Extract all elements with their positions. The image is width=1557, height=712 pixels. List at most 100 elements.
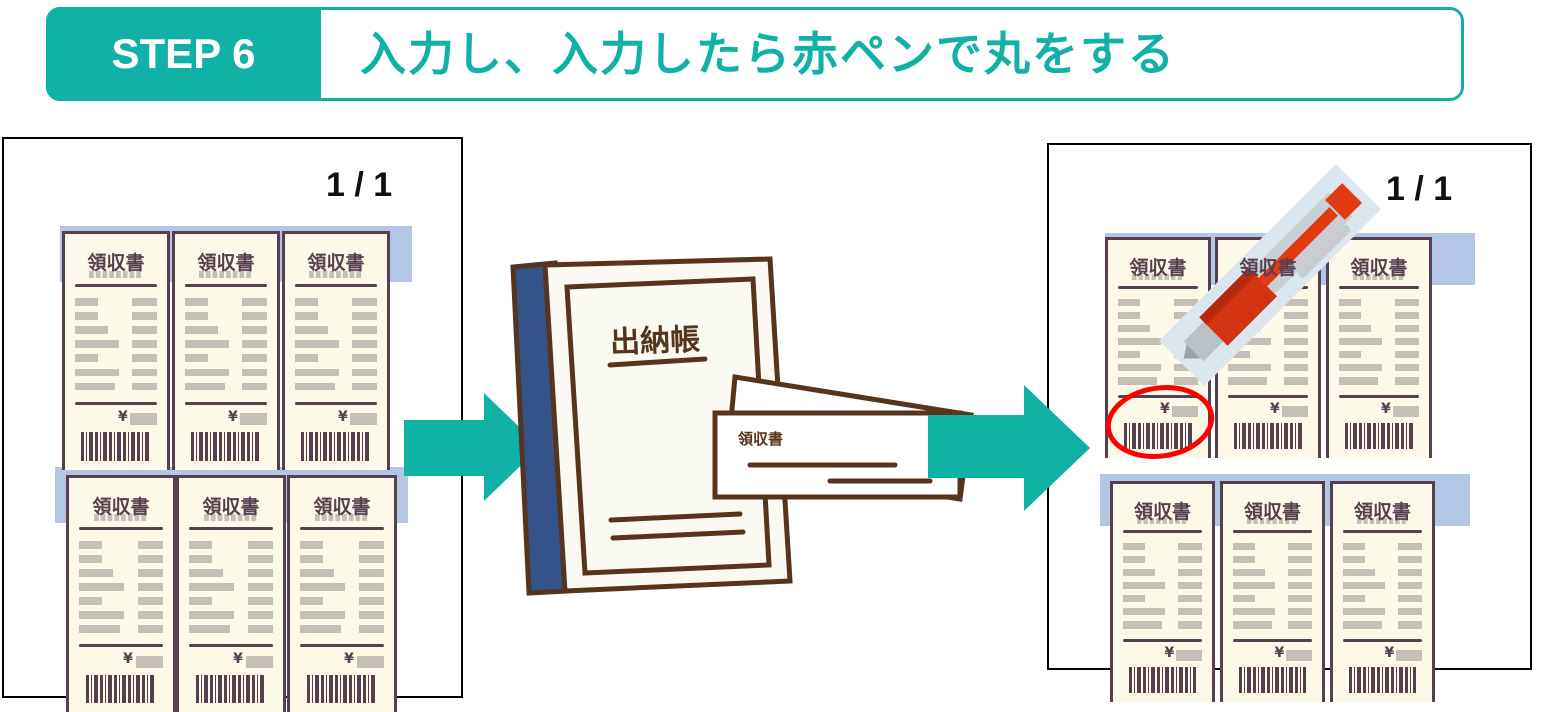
receipt-total [135,655,163,668]
yen-sign: ¥ [1384,645,1395,662]
receipt-line-amount [1398,595,1423,603]
receipt-line-amount [247,625,273,634]
yen-sign: ¥ [1381,401,1391,418]
receipt-line-amount [1288,569,1313,577]
receipt-line-amount [242,297,267,306]
receipt-divider [1342,529,1423,533]
right-arrow-head [1024,385,1090,511]
receipt-line-amount [137,583,163,592]
receipt-line-item [300,569,334,577]
receipt-line-amount [352,311,377,320]
right-arrow-icon [404,420,486,476]
yen-sign: ¥ [1270,401,1280,418]
receipt-icon: 領収書 ¥ [1215,237,1321,458]
receipt-line-item [75,326,108,334]
receipt-total [245,655,273,668]
right-arrow-icon [928,415,1026,478]
receipt-divider [300,644,384,648]
receipt-line-amount [247,541,273,549]
left-page-indicator: 1 / 1 [326,166,393,204]
receipt-subtitle-dots [1246,517,1299,525]
receipt-subtitle-dots [93,514,149,522]
receipt-line-item [300,541,324,549]
barcode-icon [1128,667,1197,694]
receipt-line-item [75,297,98,306]
receipt-line-item [1232,569,1265,577]
barcode-icon [85,674,157,703]
receipt-line-item [185,311,208,320]
receipt-total [356,655,384,668]
receipt-line-item [79,569,113,577]
yen-sign: ¥ [118,408,128,425]
receipt-line-item [1342,542,1365,551]
receipt-line-item [1342,582,1386,590]
receipt-line-item [79,583,125,592]
yen-sign: ¥ [1160,401,1170,418]
receipt-icon: 領収書 ¥ [62,231,170,470]
receipt-icon: 領収書 ¥ [176,475,286,712]
receipt-line-amount [1288,621,1313,629]
receipt-line-amount [1395,351,1419,359]
receipt-total [1286,649,1313,661]
yen-sign: ¥ [344,651,354,668]
receipt-total [240,413,267,426]
receipt-line-amount [358,597,384,606]
receipt-line-item [79,597,103,606]
receipt-line-item [1232,621,1272,629]
receipt-line-item [79,555,103,563]
receipt-subtitle-dots [314,514,370,522]
receipt-subtitle-dots [89,270,143,278]
receipt-line-item [75,368,120,377]
receipt-divider [79,644,163,648]
receipt-total [1396,649,1423,661]
receipt-line-item [1339,298,1361,307]
receipt-line-item [1342,555,1365,564]
receipt-line-amount [1398,542,1423,551]
receipt-line-item [1118,325,1150,333]
receipt-icon: 領収書 ¥ [1330,481,1435,702]
receipt-line-item [1232,542,1255,551]
receipt-line-item [1339,377,1378,385]
receipt-line-item [185,368,230,377]
barcode-icon [191,432,261,461]
receipt-line-item [1118,377,1157,385]
receipt-line-item [1122,569,1155,577]
receipt-line-item [295,382,335,391]
receipt-line-item [295,368,340,377]
receipt-line-amount [247,597,273,606]
receipt-line-amount [1398,621,1423,629]
barcode-icon [306,674,378,703]
receipt-line-item [295,297,318,306]
receipt-line-amount [242,382,267,391]
receipt-line-amount [137,625,163,634]
receipt-subtitle-dots [203,514,259,522]
receipt-line-amount [358,611,384,620]
yen-sign: ¥ [1274,645,1285,662]
receipt-line-item [1342,621,1382,629]
receipt-title: 領収書 [202,496,260,519]
receipt-line-amount [1174,298,1198,307]
receipt-line-item [1118,311,1140,320]
receipt-line-item [1122,582,1166,590]
receipt-line-item [185,354,208,363]
receipt-line-amount [247,555,273,563]
receipt-icon: 領収書 ¥ [1110,481,1215,702]
receipt-title: 領収書 [87,252,145,275]
receipt-line-amount [137,611,163,620]
right-page-indicator: 1 / 1 [1386,170,1453,208]
receipt-line-item [300,555,324,563]
receipt-line-amount [1178,569,1203,577]
receipt-line-amount [352,297,377,306]
receipt-icon: 領収書 ¥ [1220,481,1325,702]
receipt-title: 領収書 [1129,257,1187,280]
receipt-line-item [1342,608,1386,616]
receipt-line-item [185,297,208,306]
receipt-line-amount [137,555,163,563]
receipt-line-amount [1174,377,1198,385]
receipt-line-item [1339,364,1382,372]
receipt-line-item [79,541,103,549]
receipt-line-amount [132,297,157,306]
receipt-total [1393,405,1419,417]
receipt-line-item [1118,298,1140,307]
receipt-line-item [189,541,213,549]
